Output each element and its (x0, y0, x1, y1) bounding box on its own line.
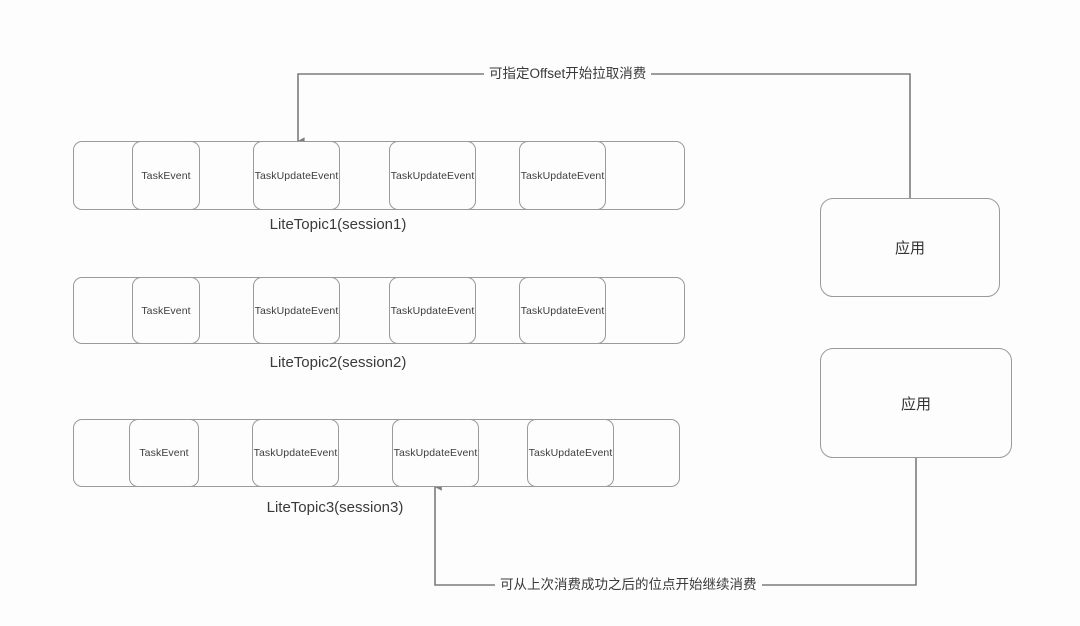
topic-cell[interactable]: TaskEvent (132, 141, 200, 210)
topic-cell[interactable]: TaskUpdateEvent (519, 141, 606, 210)
topic-row-3[interactable]: TaskEvent TaskUpdateEvent TaskUpdateEven… (73, 419, 680, 487)
topic-cell[interactable]: TaskUpdateEvent (253, 141, 340, 210)
topic-cell[interactable]: TaskEvent (129, 419, 199, 487)
topic-caption-3: LiteTopic3(session3) (266, 499, 404, 516)
topic-cell[interactable]: TaskUpdateEvent (252, 419, 339, 487)
edge-label-offset-pull: 可指定Offset开始拉取消费 (484, 65, 652, 82)
app-box-2[interactable]: 应用 (820, 348, 1012, 458)
topic-cell[interactable]: TaskUpdateEvent (519, 277, 606, 344)
edge-label-resume-offset: 可从上次消费成功之后的位点开始继续消费 (495, 576, 762, 593)
app-box-1[interactable]: 应用 (820, 198, 1000, 297)
topic-caption-2: LiteTopic2(session2) (269, 354, 407, 371)
topic-row-1[interactable]: TaskEvent TaskUpdateEvent TaskUpdateEven… (73, 141, 685, 210)
topic-row-2[interactable]: TaskEvent TaskUpdateEvent TaskUpdateEven… (73, 277, 685, 344)
topic-cell[interactable]: TaskUpdateEvent (389, 277, 476, 344)
topic-caption-1: LiteTopic1(session1) (269, 216, 407, 233)
topic-cell[interactable]: TaskUpdateEvent (253, 277, 340, 344)
topic-cell[interactable]: TaskUpdateEvent (389, 141, 476, 210)
topic-cell[interactable]: TaskUpdateEvent (392, 419, 479, 487)
topic-cell[interactable]: TaskEvent (132, 277, 200, 344)
topic-cell[interactable]: TaskUpdateEvent (527, 419, 614, 487)
